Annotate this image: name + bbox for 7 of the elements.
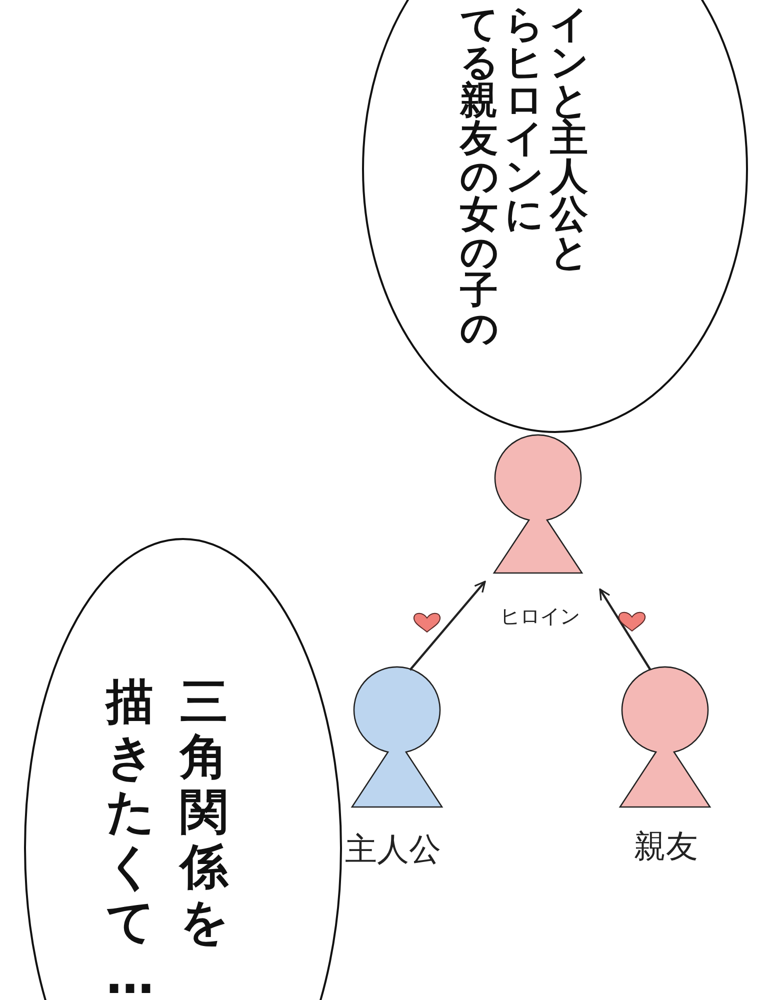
name-label: ヒロイン	[500, 603, 580, 630]
name-label: 主人公	[345, 829, 441, 870]
name-label: 親友	[634, 826, 698, 867]
arrow	[599, 588, 652, 671]
bubble-text: インと主人公とらヒロインにてる親友の女の子の	[460, 5, 588, 347]
bubble-text: 三角関係を描きたくて…	[106, 675, 228, 1000]
arrow	[409, 580, 486, 671]
